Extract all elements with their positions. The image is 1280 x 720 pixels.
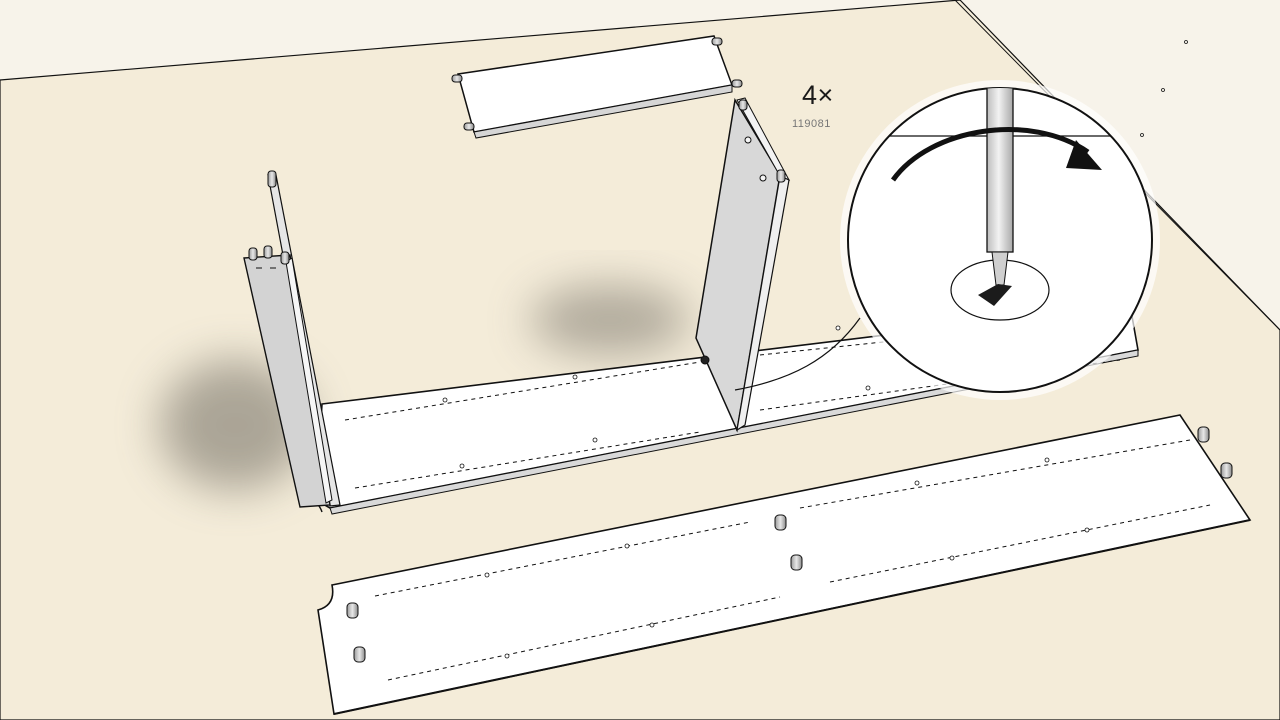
detail-magnifier (840, 80, 1160, 400)
screwdriver-icon (978, 88, 1014, 306)
dowel-icon (451, 37, 743, 131)
part-number: 119081 (792, 118, 831, 130)
dowel-icon (248, 170, 290, 265)
back-panel (317, 414, 1252, 715)
rotate-clockwise-icon (890, 127, 1090, 182)
right-side-panel (695, 97, 791, 433)
dowel-icon (738, 99, 786, 183)
cast-shadow (160, 360, 310, 490)
decorative-dots (1140, 40, 1188, 137)
detail-leader-line (734, 317, 861, 391)
cast-shadow (530, 285, 690, 355)
arrow-head-icon (1066, 140, 1102, 170)
quantity-label: 4× (802, 80, 834, 110)
dowel-icon (346, 426, 1233, 663)
